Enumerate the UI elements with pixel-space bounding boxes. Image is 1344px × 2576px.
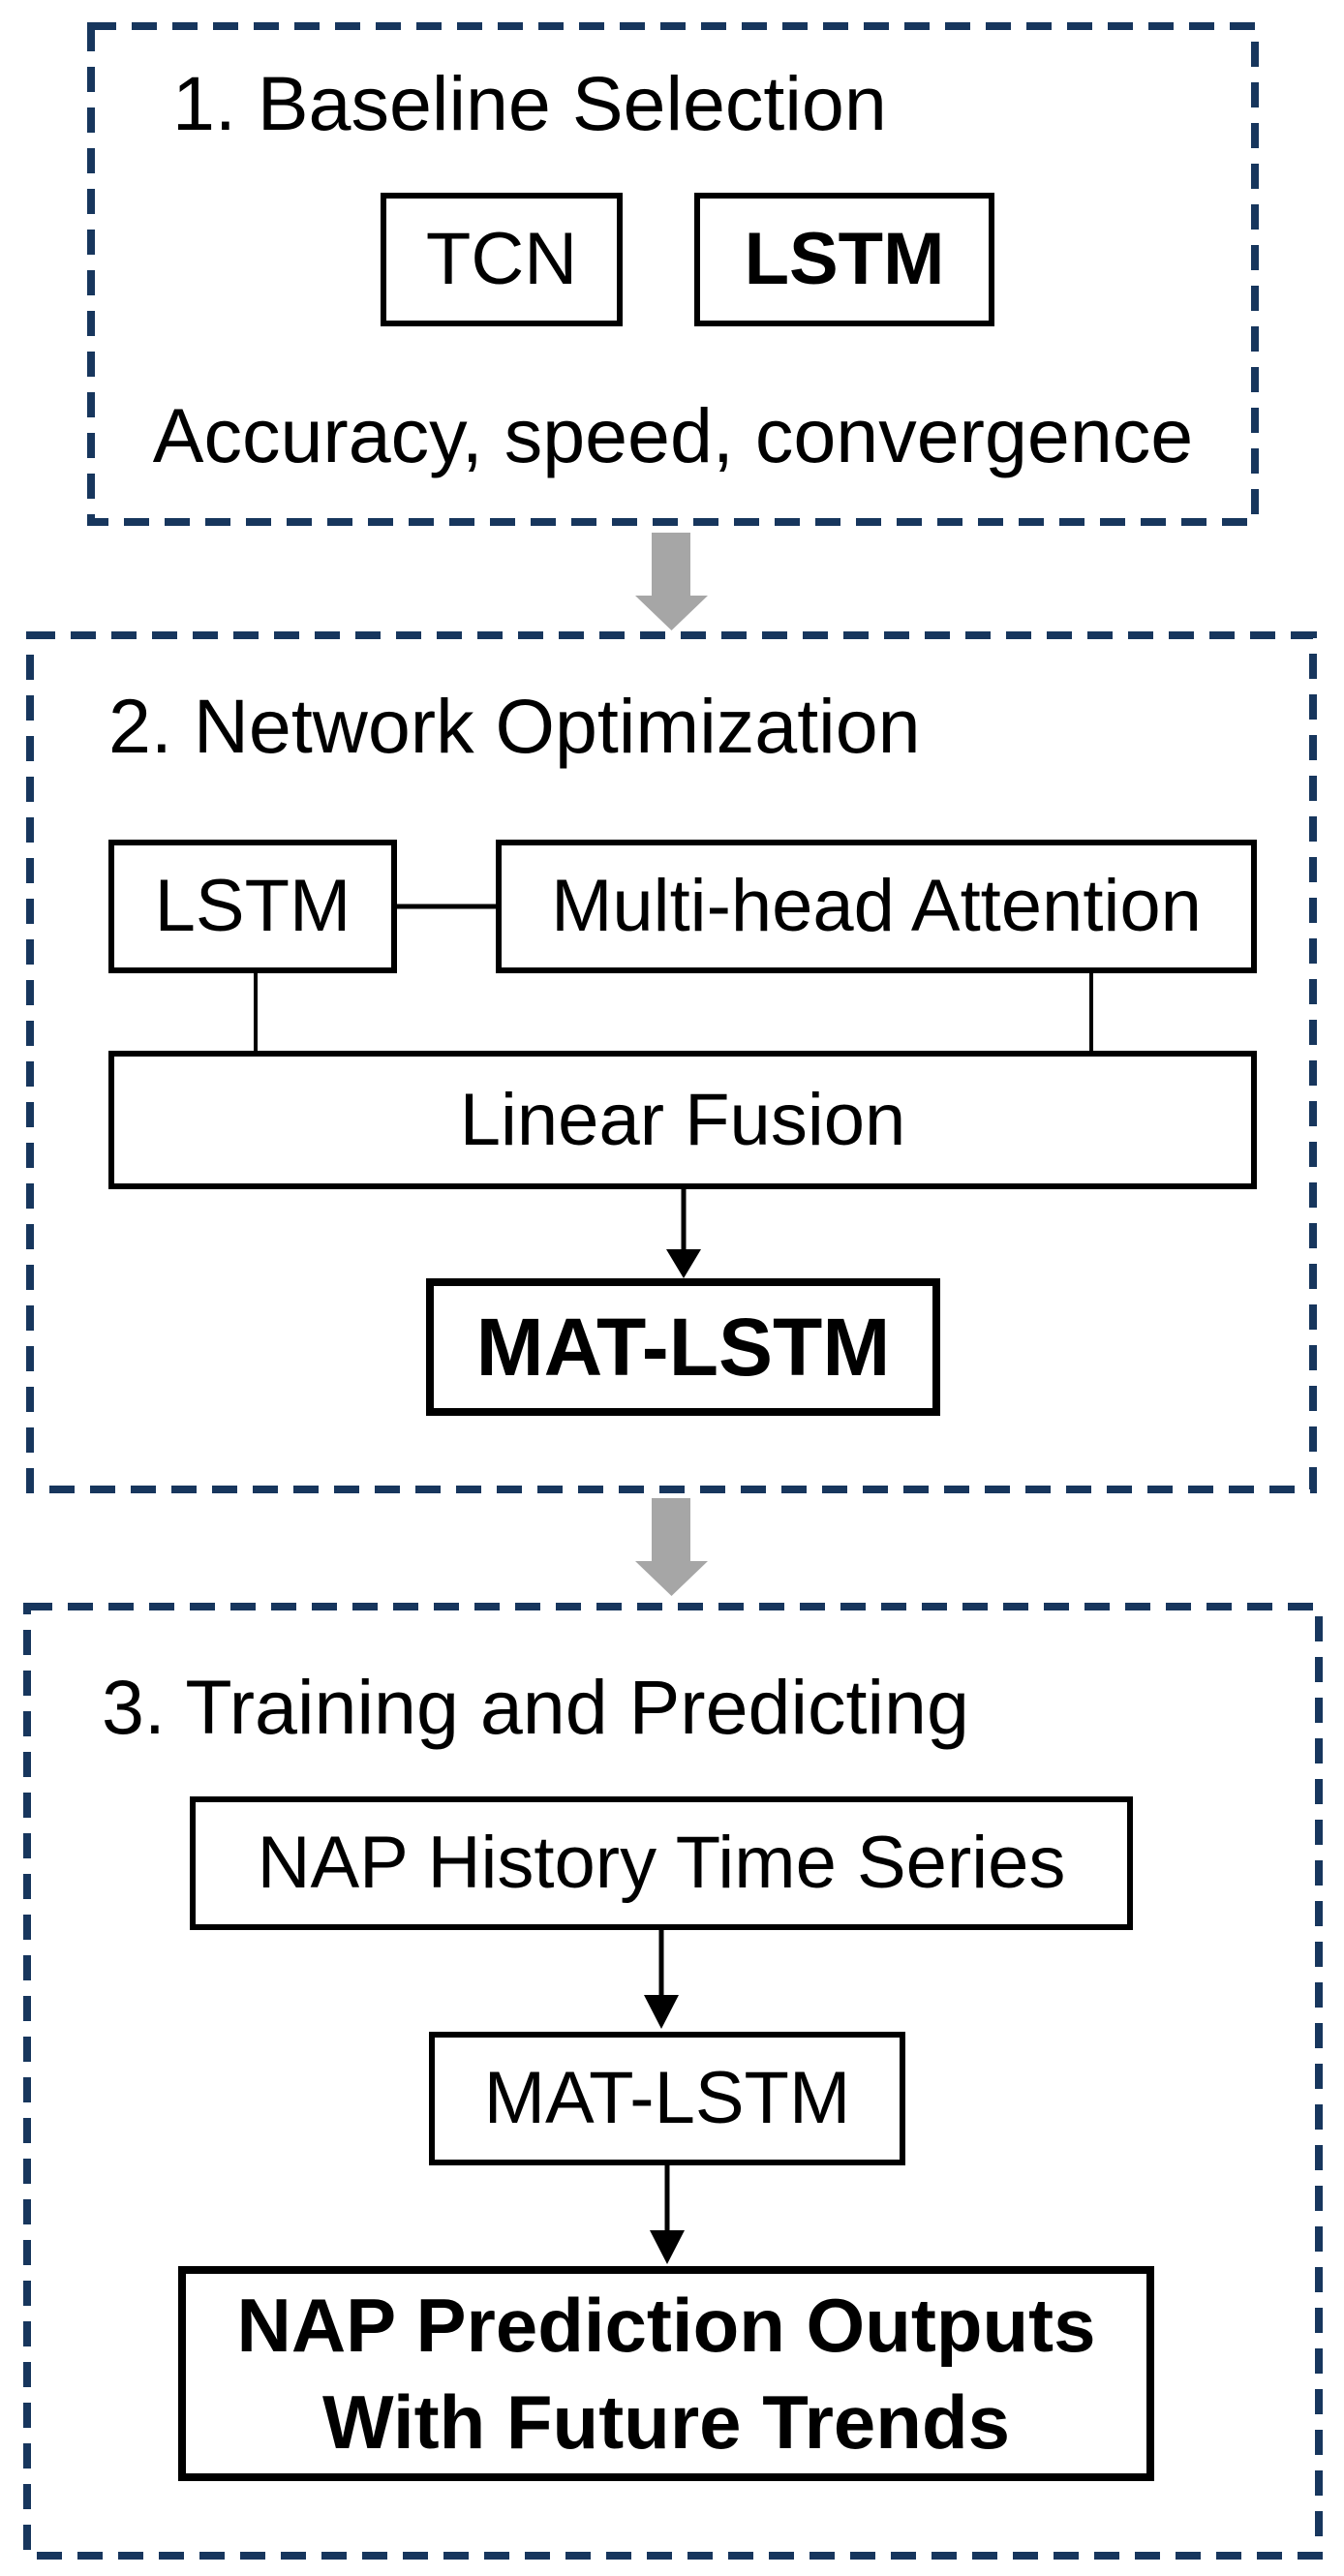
- mat-lstm-model-node: MAT-LSTM: [429, 2032, 905, 2165]
- lstm-baseline-node: LSTM: [694, 193, 994, 326]
- stage-1-title: 1. Baseline Selection: [172, 60, 887, 146]
- model-to-output-arrowhead-icon: [650, 2230, 685, 2264]
- multi-head-attention-node: Multi-head Attention: [496, 840, 1257, 973]
- tcn-node-label: TCN: [425, 218, 578, 301]
- nap-history-input-node: NAP History Time Series: [190, 1796, 1133, 1930]
- nap-prediction-output-node: NAP Prediction Outputs With Future Trend…: [178, 2266, 1154, 2481]
- mat-lstm-result-node: MAT-LSTM: [426, 1278, 940, 1416]
- linear-fusion-node: Linear Fusion: [108, 1051, 1257, 1189]
- stage-2-title: 2. Network Optimization: [108, 683, 921, 769]
- stage1-to-stage2-arrow-icon: [635, 533, 708, 630]
- stage-1-dashed-panel: [87, 22, 1259, 526]
- nap-prediction-output-line1: NAP Prediction Outputs: [236, 2283, 1096, 2368]
- tcn-node: TCN: [381, 193, 623, 326]
- nap-prediction-output-line2: With Future Trends: [322, 2379, 1010, 2465]
- stage-3-title: 3. Training and Predicting: [102, 1664, 969, 1750]
- lstm-optimization-node: LSTM: [108, 840, 397, 973]
- lstm-optimization-node-label: LSTM: [154, 865, 351, 948]
- stage2-to-stage3-arrow-icon: [635, 1498, 708, 1596]
- fusion-to-matlstm-arrowhead-icon: [666, 1249, 701, 1278]
- mat-lstm-model-node-label: MAT-LSTM: [483, 2057, 851, 2140]
- lstm-baseline-node-label: LSTM: [744, 218, 945, 301]
- input-to-model-arrowhead-icon: [644, 1995, 679, 2029]
- stage-3-dashed-panel: [23, 1603, 1323, 2560]
- mat-lstm-result-node-label: MAT-LSTM: [475, 1301, 891, 1393]
- nap-history-input-node-label: NAP History Time Series: [257, 1822, 1066, 1905]
- stage-2-dashed-panel: [26, 631, 1317, 1493]
- stage-1-caption: Accuracy, speed, convergence: [152, 392, 1194, 478]
- linear-fusion-node-label: Linear Fusion: [459, 1078, 906, 1161]
- multi-head-attention-node-label: Multi-head Attention: [551, 865, 1202, 948]
